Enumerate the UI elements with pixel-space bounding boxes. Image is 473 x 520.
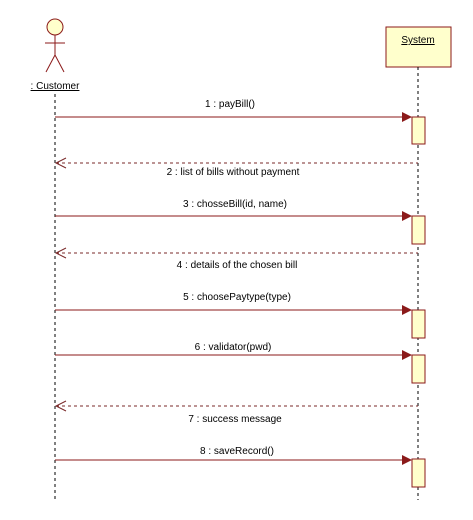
actor-right-leg — [54, 54, 65, 73]
message-7-label: 7 : success message — [188, 414, 282, 425]
message-8-arrowhead — [402, 455, 412, 465]
message-5: 5 : choosePaytype(type) — [55, 292, 412, 315]
message-6-label: 6 : validator(pwd) — [195, 342, 272, 353]
message-1-arrowhead — [402, 112, 412, 122]
message-2-arrowhead — [54, 157, 67, 169]
message-1-label: 1 : payBill() — [205, 99, 255, 110]
message-7: 7 : success message — [54, 400, 418, 425]
activation-bar-2 — [411, 215, 426, 245]
activation-bar-1 — [411, 116, 426, 145]
message-6-arrowhead — [402, 350, 412, 360]
message-8-label: 8 : saveRecord() — [200, 446, 274, 457]
system-object: System — [385, 26, 452, 68]
message-2-label: 2 : list of bills without payment — [167, 167, 300, 178]
system-label: System — [401, 35, 434, 46]
message-4-label: 4 : details of the chosen bill — [177, 260, 298, 271]
activation-bar-3 — [411, 309, 426, 339]
message-7-arrowhead — [54, 400, 67, 412]
message-2: 2 : list of bills without payment — [54, 157, 418, 178]
system-box — [385, 26, 452, 68]
activation-bar-5 — [411, 458, 426, 488]
message-1: 1 : payBill() — [55, 99, 412, 122]
message-5-arrowhead — [402, 305, 412, 315]
message-5-label: 5 : choosePaytype(type) — [183, 292, 291, 303]
message-8: 8 : saveRecord() — [55, 446, 412, 465]
message-3-arrowhead — [402, 211, 412, 221]
activation-bar-4 — [411, 354, 426, 384]
message-3-label: 3 : chosseBill(id, name) — [183, 199, 287, 210]
message-4-arrowhead — [54, 247, 67, 259]
actor-label: : Customer — [31, 81, 81, 92]
customer-actor: : Customer — [31, 18, 81, 92]
message-6: 6 : validator(pwd) — [55, 342, 412, 360]
actor-head — [46, 18, 64, 36]
actor-left-leg — [45, 54, 56, 73]
message-3: 3 : chosseBill(id, name) — [55, 199, 412, 221]
message-4: 4 : details of the chosen bill — [54, 247, 418, 271]
